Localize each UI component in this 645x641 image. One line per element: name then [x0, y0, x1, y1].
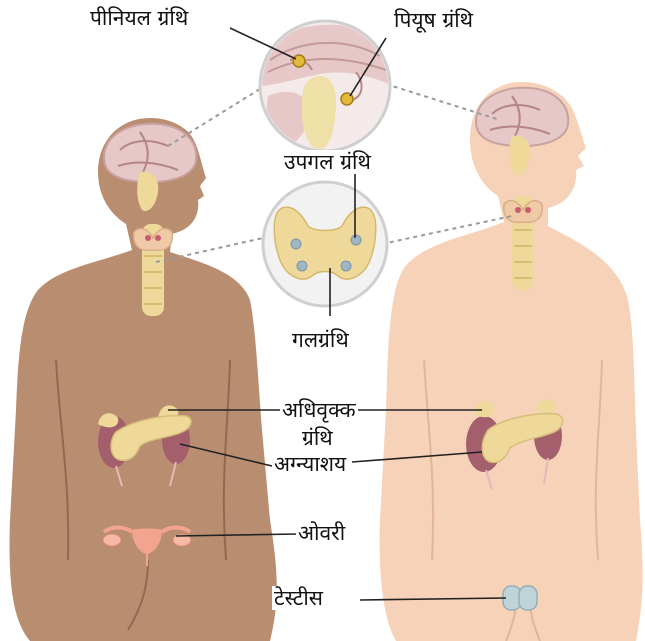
- label-adrenal-gland-line1: अधिवृक्क: [280, 398, 358, 422]
- label-thyroid-gland: गलग्रंथि: [290, 328, 351, 352]
- female-ovary-left: [103, 534, 121, 546]
- brain-zoom-circle: [260, 21, 392, 151]
- label-testes: टेस्टीस: [272, 586, 325, 610]
- male-testes: [503, 586, 537, 610]
- thyroid-zoom-circle: [263, 182, 387, 306]
- female-figure: [10, 118, 277, 641]
- label-parathyroid-gland: उपगल ग्रंथि: [282, 150, 373, 174]
- label-pineal-gland: पीनियल ग्रंथि: [88, 6, 190, 30]
- label-pituitary-gland: पियूष ग्रंथि: [392, 8, 475, 32]
- label-pancreas: अग्न्याशय: [272, 452, 348, 476]
- label-ovary: ओवरी: [296, 521, 347, 545]
- label-adrenal-gland-line2: ग्रंथि: [300, 426, 335, 450]
- pineal-gland-dot: [293, 55, 305, 67]
- male-figure: [380, 82, 643, 641]
